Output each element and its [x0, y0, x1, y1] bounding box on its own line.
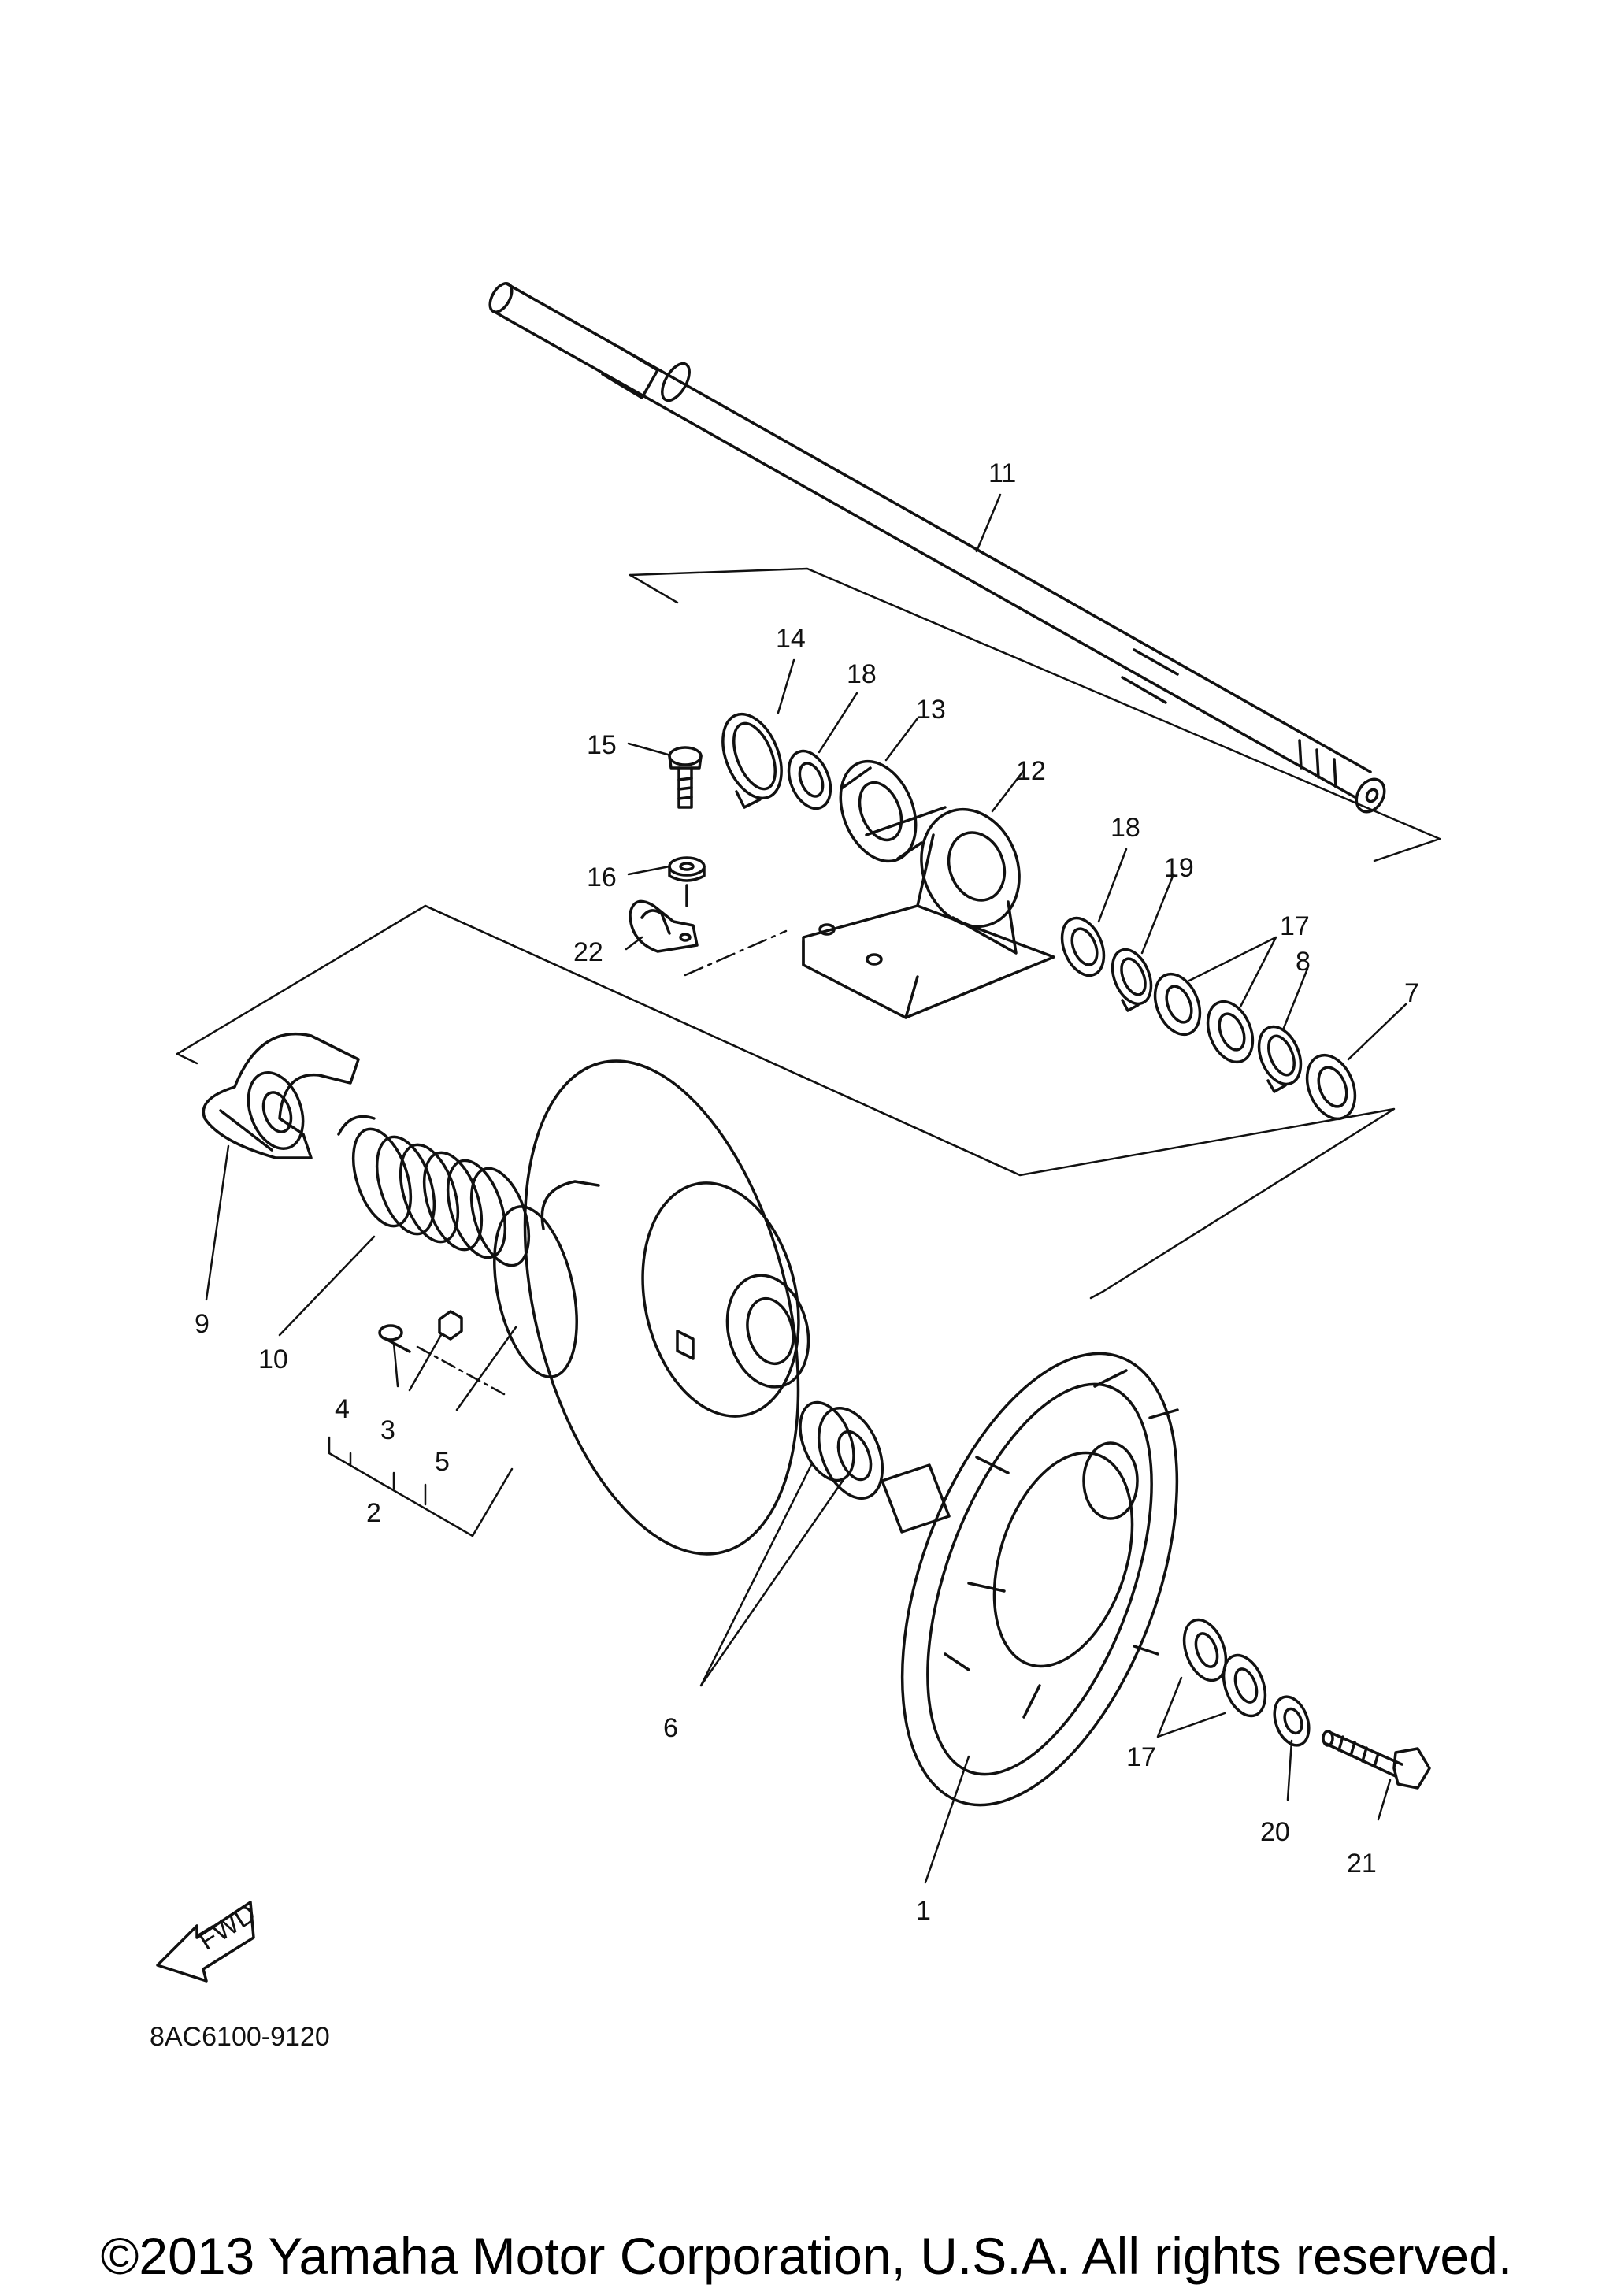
label-4: 4: [335, 1394, 350, 1424]
drawing-code: 8AC6100-9120: [150, 2022, 330, 2052]
part-spacer-18: [787, 749, 832, 810]
label-18b: 18: [1111, 813, 1140, 843]
part-washer-20: [1273, 1695, 1311, 1747]
part-circlip-14: [721, 712, 783, 809]
part-circlip-8: [1257, 1025, 1303, 1093]
label-22: 22: [573, 937, 603, 967]
label-2: 2: [366, 1498, 381, 1528]
label-12: 12: [1016, 756, 1046, 786]
label-1: 1: [916, 1896, 931, 1926]
part-washer-17d: [1222, 1653, 1267, 1718]
part-nut-16: [668, 856, 706, 907]
label-21: 21: [1347, 1849, 1377, 1879]
assembly-outline: [176, 567, 1441, 1300]
part-bolt-21: [1322, 1730, 1431, 1790]
label-13: 13: [916, 695, 946, 725]
part-fixed-sheave-1: [881, 1352, 1179, 1807]
label-18: 18: [847, 659, 877, 689]
label-7: 7: [1404, 978, 1419, 1008]
leader-lines: [205, 493, 1407, 1884]
part-spacer-18b: [1060, 916, 1106, 977]
label-9: 9: [195, 1309, 210, 1339]
label-20: 20: [1260, 1817, 1290, 1847]
label-5: 5: [435, 1447, 450, 1477]
part-circlip-19: [1111, 948, 1153, 1012]
label-8: 8: [1296, 947, 1311, 977]
part-slider-3: [438, 1310, 463, 1341]
part-movable-sheave-5: [493, 1059, 810, 1556]
label-3: 3: [380, 1415, 395, 1445]
label-11: 11: [988, 458, 1016, 488]
callout-labels: 11 14 18 13 12 15 16 22 18 19 17 8 7 9 1…: [150, 458, 1419, 2052]
label-6: 6: [663, 1713, 678, 1743]
part-shaft: [488, 282, 1386, 814]
part-spring-10: [337, 1115, 531, 1267]
part-cam-9: [202, 1032, 360, 1159]
part-bolt-15: [668, 746, 703, 809]
label-14: 14: [776, 624, 806, 654]
label-19: 19: [1164, 853, 1194, 883]
part-bolt-4: [378, 1324, 411, 1353]
part-clamp-22: [629, 899, 699, 953]
fwd-arrow-icon: [156, 1901, 255, 1983]
label-17: 17: [1280, 911, 1310, 941]
part-washer-17a: [1153, 972, 1202, 1037]
part-washer-7: [1305, 1053, 1357, 1121]
label-10: 10: [258, 1345, 288, 1374]
part-rollers-6: [799, 1400, 884, 1500]
label-17b: 17: [1126, 1742, 1156, 1772]
copyright-notice: ©2013 Yamaha Motor Corporation, U.S.A. A…: [100, 2227, 1513, 2285]
part-bearing-housing: [802, 806, 1055, 1019]
label-16: 16: [587, 862, 617, 892]
part-washer-17c: [1182, 1618, 1228, 1682]
label-15: 15: [587, 730, 617, 760]
part-bearing: [839, 759, 923, 863]
part-washer-17b: [1206, 1000, 1255, 1064]
